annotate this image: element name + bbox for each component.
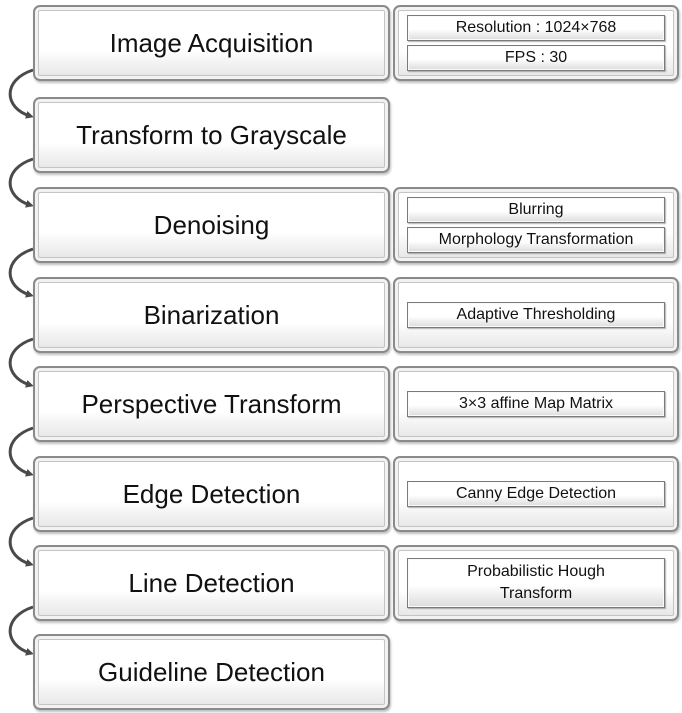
step-label: Image Acquisition xyxy=(109,27,314,58)
detail-binarization: Adaptive Thresholding xyxy=(393,277,679,353)
step-label: Binarization xyxy=(143,299,280,330)
detail-line-detection: Probabilistic Hough Transform xyxy=(393,545,679,621)
flow-arrow xyxy=(8,605,34,656)
step-label: Edge Detection xyxy=(122,478,301,509)
detail-chip-canny: Canny Edge Detection xyxy=(407,481,665,507)
step-line-detection: Line Detection xyxy=(33,545,390,621)
flow-arrow xyxy=(8,68,34,119)
detail-chip-fps: FPS : 30 xyxy=(407,45,665,71)
detail-chip-morphology: Morphology Transformation xyxy=(407,227,665,253)
flow-arrow xyxy=(8,516,34,567)
detail-chip-resolution: Resolution : 1024×768 xyxy=(407,15,665,41)
step-transform-grayscale: Transform to Grayscale xyxy=(33,97,390,173)
flow-arrow xyxy=(8,247,34,298)
detail-chip-blurring: Blurring xyxy=(407,197,665,223)
step-label: Guideline Detection xyxy=(98,656,325,687)
flow-arrow xyxy=(8,337,34,388)
flow-arrow xyxy=(8,426,34,477)
detail-denoising: Blurring Morphology Transformation xyxy=(393,187,679,263)
step-image-acquisition: Image Acquisition xyxy=(33,5,390,81)
flow-arrow xyxy=(8,157,34,208)
detail-image-acquisition: Resolution : 1024×768 FPS : 30 xyxy=(393,5,679,81)
detail-edge-detection: Canny Edge Detection xyxy=(393,456,679,532)
detail-chip-adaptive-thresholding: Adaptive Thresholding xyxy=(407,302,665,328)
step-guideline-detection: Guideline Detection xyxy=(33,634,390,710)
step-label: Transform to Grayscale xyxy=(76,119,347,150)
step-label: Perspective Transform xyxy=(81,388,342,419)
step-edge-detection: Edge Detection xyxy=(33,456,390,532)
step-label: Line Detection xyxy=(128,567,295,598)
step-denoising: Denoising xyxy=(33,187,390,263)
step-perspective-transform: Perspective Transform xyxy=(33,366,390,442)
detail-chip-hough: Probabilistic Hough Transform xyxy=(407,558,665,608)
step-label: Denoising xyxy=(153,209,270,240)
step-binarization: Binarization xyxy=(33,277,390,353)
detail-chip-affine-matrix: 3×3 affine Map Matrix xyxy=(407,391,665,417)
detail-perspective-transform: 3×3 affine Map Matrix xyxy=(393,366,679,442)
